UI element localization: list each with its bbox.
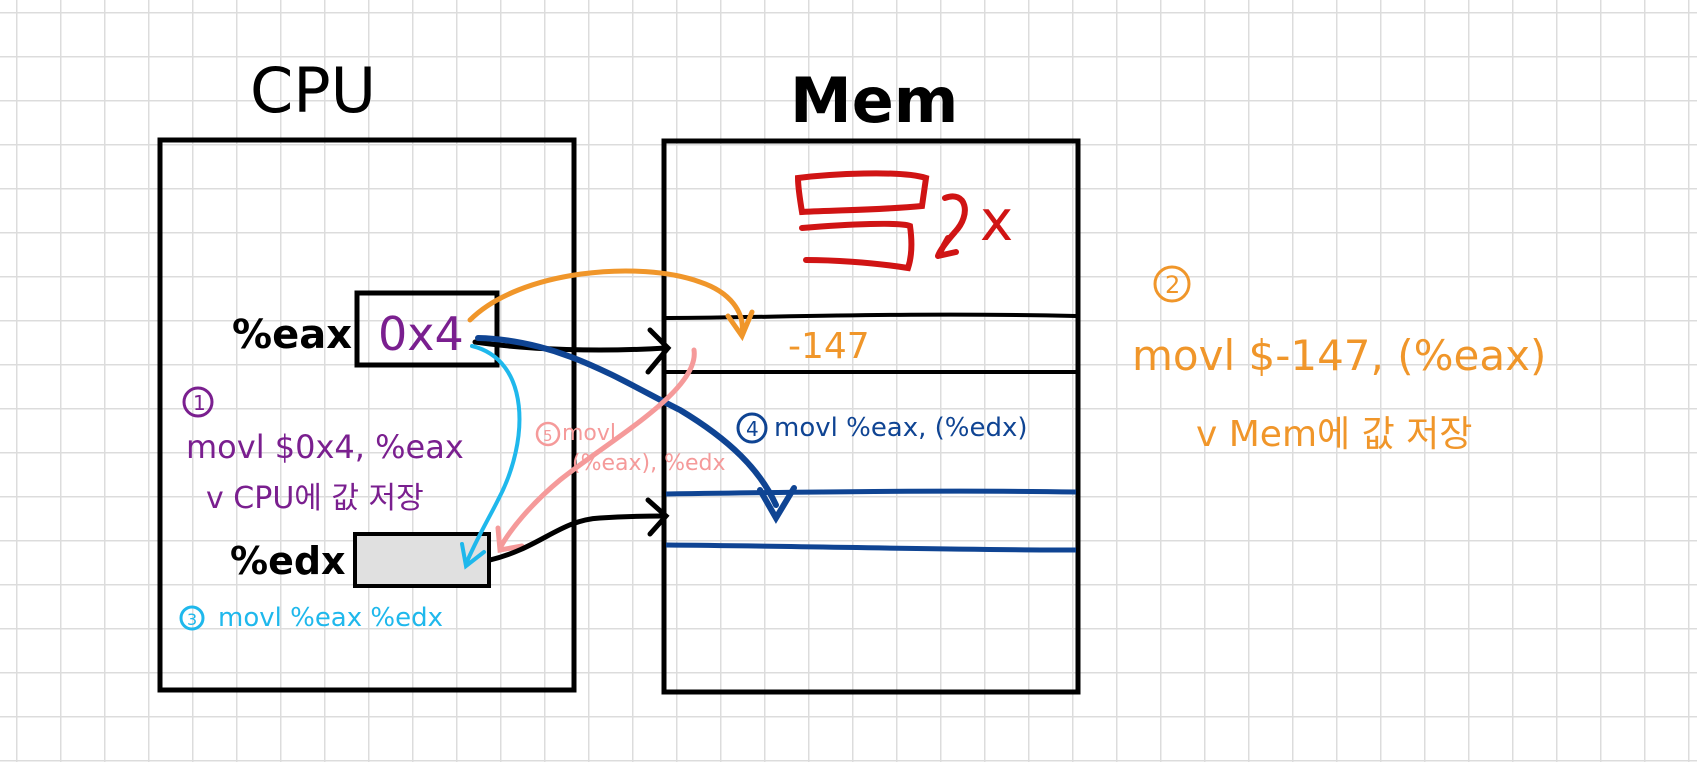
step5-number: 5 [543, 427, 553, 445]
step2-number: 2 [1165, 271, 1180, 299]
mem-edx-cell-bottom-line [665, 542, 1077, 553]
mem-edx-cell-top-line [665, 488, 1077, 497]
step3-arrow [460, 344, 522, 570]
eax-to-mem-arrow [472, 327, 672, 375]
edx-label: %edx [230, 539, 346, 583]
mem-box [661, 138, 1081, 695]
step4-instruction: movl %eax, (%edx) [774, 413, 1028, 443]
step3-circle [179, 605, 205, 631]
mem-cell-top-line [665, 312, 1077, 320]
step3-number: 3 [187, 610, 197, 629]
red-scribble-mark [794, 170, 968, 272]
step1-note: v CPU에 값 저장 [206, 481, 424, 516]
step1-instruction: movl $0x4, %eax [186, 428, 464, 466]
eax-value: 0x4 [378, 307, 464, 361]
step2-note: v Mem에 값 저장 [1196, 414, 1472, 455]
step4-circle [736, 412, 768, 444]
step2-arrow [467, 268, 755, 342]
step5-instruction-line1: movl [562, 421, 616, 446]
eax-label: %eax [232, 312, 352, 358]
eax-register [354, 290, 500, 368]
red-x-label: x [980, 189, 1013, 254]
cpu-title: CPU [250, 54, 376, 127]
step5-arrow [495, 347, 697, 553]
step1-number: 1 [193, 391, 206, 415]
step1-circle [182, 386, 214, 418]
step2-instruction: movl $-147, (%eax) [1132, 331, 1546, 380]
mem-cell-value: -147 [788, 326, 870, 367]
step4-number: 4 [746, 417, 759, 441]
step3-instruction: movl %eax %edx [218, 603, 443, 633]
step5-circle [535, 421, 561, 447]
step2-circle [1153, 265, 1191, 303]
step4-arrow [475, 335, 797, 524]
mem-title: Mem [790, 64, 958, 137]
edx-to-mem-arrow [487, 497, 670, 563]
cpu-box [157, 137, 577, 693]
